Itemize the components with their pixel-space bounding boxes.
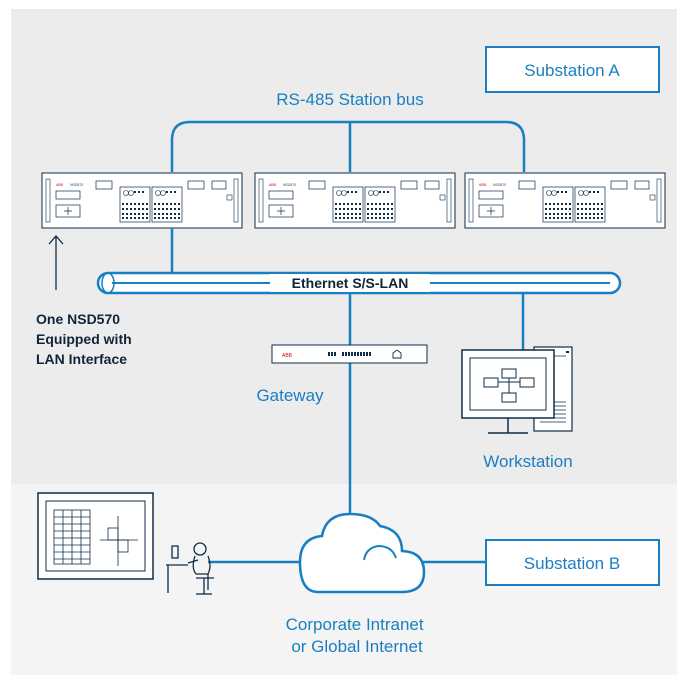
rs485-bus-line: [170, 120, 526, 172]
rack-model: NSD570: [493, 183, 506, 187]
workstation-label: Workstation: [483, 452, 572, 471]
gateway-device: ABB: [271, 344, 428, 364]
rack-brand: ABB: [56, 183, 64, 187]
nsd570-unit-2: ABB NSD570: [254, 172, 456, 229]
cloud-icon: [298, 512, 426, 594]
substation-a-label: Substation A: [524, 61, 620, 80]
monitor-icon: [37, 492, 154, 580]
rack-brand: ABB: [479, 183, 487, 187]
gateway-label: Gateway: [256, 386, 324, 405]
rack-model: NSD570: [70, 183, 83, 187]
rack-model: NSD570: [283, 183, 296, 187]
nsd570-note-line: Equipped with: [36, 331, 132, 347]
up-arrow-icon: [48, 235, 64, 290]
cloud-label-line: or Global Internet: [291, 637, 423, 656]
substation-b-box: Substation B: [485, 539, 660, 586]
rack-brand: ABB: [269, 183, 277, 187]
user-at-desk-icon: [166, 542, 214, 595]
nsd570-note-line: One NSD570: [36, 311, 120, 327]
nsd570-unit-3: ABB NSD570: [464, 172, 666, 229]
ethernet-lan-label: Ethernet S/S-LAN: [292, 275, 409, 291]
workstation-computer-icon: [461, 346, 573, 434]
cloud-label-line: Corporate Intranet: [286, 615, 424, 634]
substation-b-label: Substation B: [524, 554, 620, 573]
nsd570-note-line: LAN Interface: [36, 351, 127, 367]
substation-a-box: Substation A: [485, 46, 660, 93]
nsd570-note: One NSD570 Equipped with LAN Interface: [36, 311, 136, 367]
cloud-label: Corporate Intranet or Global Internet: [286, 615, 429, 656]
nsd570-unit-1: ABB NSD570: [41, 172, 243, 229]
ethernet-lan-pipe: Ethernet S/S-LAN: [96, 271, 622, 295]
gateway-brand: ABB: [282, 353, 293, 359]
rs485-bus-label: RS-485 Station bus: [276, 90, 423, 109]
